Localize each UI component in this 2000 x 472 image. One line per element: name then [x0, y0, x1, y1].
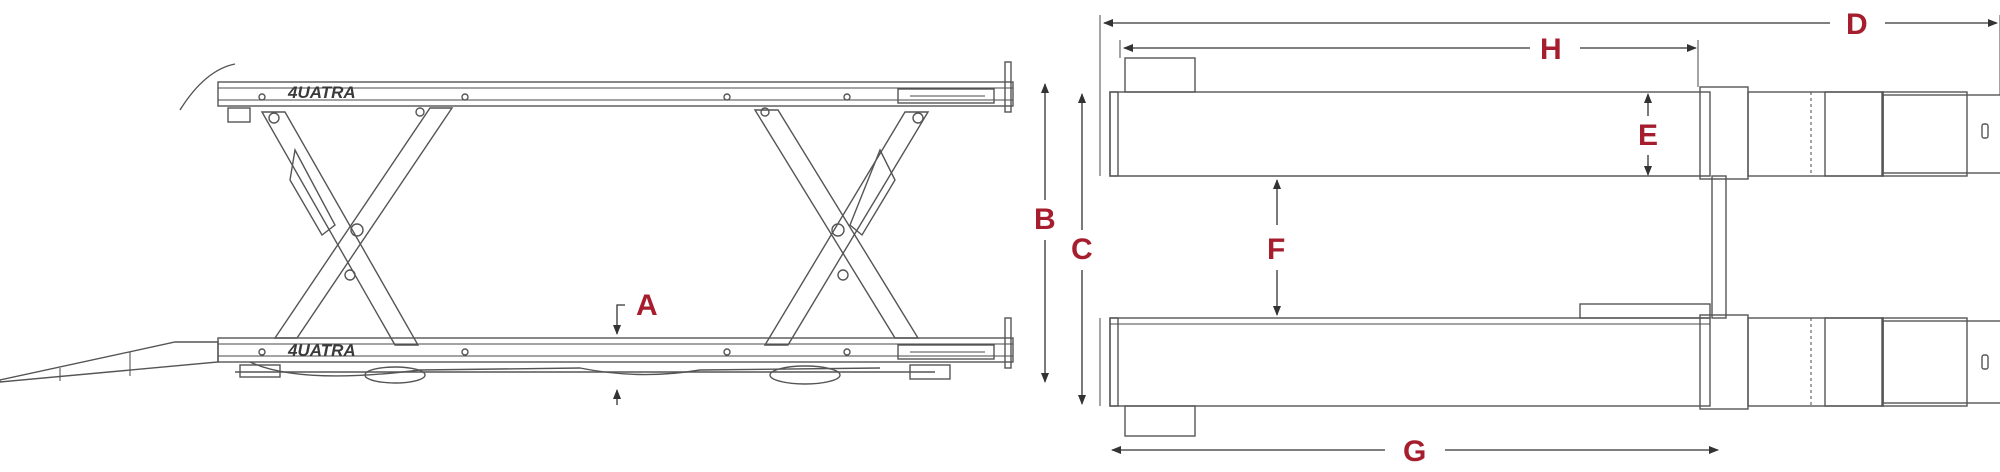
dimension-a: [613, 304, 625, 405]
bottom-runway-plan: [1099, 303, 2000, 437]
label-f: F: [1267, 233, 1285, 266]
label-b: B: [1034, 203, 1056, 236]
label-g: G: [1403, 435, 1426, 468]
top-runway-plan: [1099, 57, 2000, 180]
top-view: D H C E F G: [1071, 8, 2000, 468]
side-view: 4UATRA 4UATRA: [0, 61, 1056, 405]
label-c: C: [1071, 233, 1093, 266]
label-h: H: [1540, 33, 1562, 66]
tire-arc: [179, 63, 236, 111]
scissor-right: [753, 107, 930, 346]
brand-logo-top: 4UATRA: [287, 83, 356, 102]
label-d: D: [1846, 8, 1868, 41]
ramp: [0, 341, 219, 383]
label-e: E: [1638, 119, 1658, 152]
label-a: A: [636, 289, 658, 322]
crossbar: [1711, 175, 1727, 319]
top-runway: [217, 61, 1014, 123]
brand-logo-bottom: 4UATRA: [287, 341, 356, 360]
scissor-left: [260, 107, 454, 346]
